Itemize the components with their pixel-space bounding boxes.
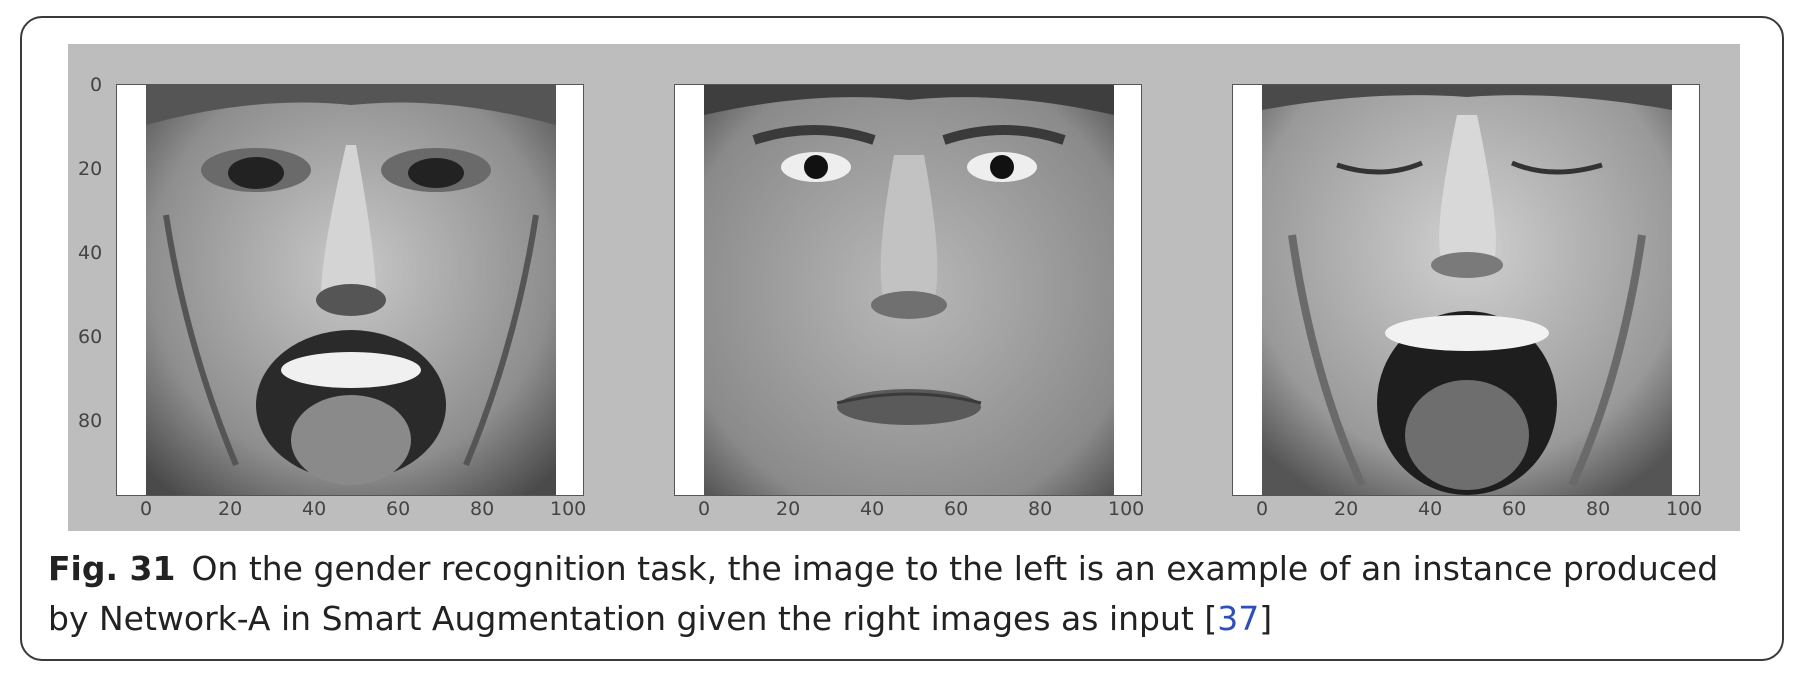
x-tick-label: 80	[1028, 498, 1053, 520]
x-tick-label: 60	[944, 498, 969, 520]
y-tick-label: 60	[78, 326, 103, 348]
x-tick-label: 0	[1256, 498, 1269, 520]
x-tick-label: 20	[218, 498, 243, 520]
y-tick-label: 0	[90, 74, 103, 96]
caption-text: On the gender recognition task, the imag…	[48, 549, 1719, 638]
x-tick-label: 20	[776, 498, 801, 520]
plot-area-3	[1232, 84, 1700, 496]
x-tick-label: 60	[1502, 498, 1527, 520]
caption-end: ]	[1259, 599, 1273, 638]
x-tick-label: 20	[1334, 498, 1359, 520]
x-tick-label: 100	[1108, 498, 1145, 520]
x-tick-label: 100	[550, 498, 587, 520]
y-tick-label: 20	[78, 158, 103, 180]
x-tick-label: 0	[140, 498, 153, 520]
y-tick-label: 40	[78, 242, 103, 264]
x-tick-label: 40	[302, 498, 327, 520]
figure-label: Fig. 31	[48, 549, 176, 588]
x-tick-label: 40	[860, 498, 885, 520]
x-tick-label: 0	[698, 498, 711, 520]
x-tick-label: 100	[1666, 498, 1703, 520]
plot-area-2	[674, 84, 1142, 496]
plot-area-1	[116, 84, 584, 496]
x-tick-label: 80	[470, 498, 495, 520]
x-tick-label: 80	[1586, 498, 1611, 520]
citation-link[interactable]: 37	[1217, 599, 1260, 638]
neutral-face-image	[704, 85, 1114, 495]
y-tick-label: 80	[78, 410, 103, 432]
open-mouth-face-image	[1262, 85, 1672, 495]
x-tick-label: 60	[386, 498, 411, 520]
generated-face-image	[146, 85, 556, 495]
x-tick-label: 40	[1418, 498, 1443, 520]
